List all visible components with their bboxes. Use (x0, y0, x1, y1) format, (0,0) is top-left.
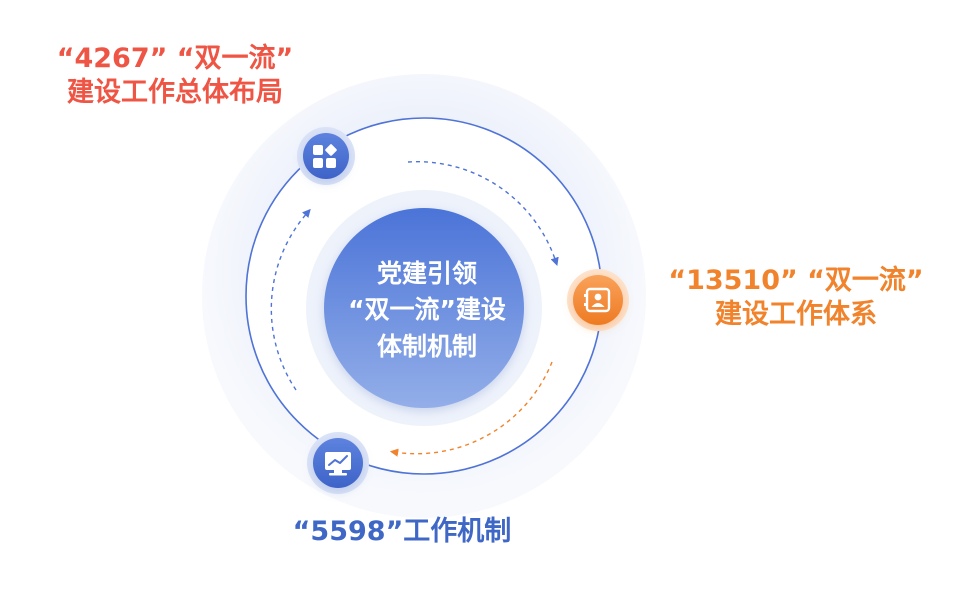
center-disc (324, 208, 524, 408)
node-top (297, 127, 355, 185)
label-right: “13510” “双一流” 建设工作体系 (636, 264, 956, 332)
label-top-line-1: “4267” “双一流” (56, 43, 294, 74)
label-right-line-1: “13510” “双一流” (668, 265, 924, 296)
monitor-chart-icon (325, 452, 351, 476)
center-line-1: 党建引领 (376, 259, 477, 288)
label-bottom-line-1: “5598”工作机制 (292, 516, 512, 547)
arrow-bottom-to-top (270, 208, 311, 391)
node-bottom (307, 432, 369, 494)
arrow-top-to-right (407, 161, 559, 266)
center-line-2: “双一流”建设 (348, 295, 506, 325)
node-right (567, 269, 629, 331)
label-top-line-2: 建设工作总体布局 (67, 76, 283, 108)
grid-apps-icon (313, 144, 337, 168)
label-top: “4267” “双一流” 建设工作总体布局 (30, 42, 320, 110)
label-bottom: “5598”工作机制 (262, 515, 542, 549)
label-right-line-2: 建设工作体系 (715, 298, 877, 330)
center-title: 党建引领 “双一流”建设 体制机制 (322, 256, 532, 365)
arrow-right-to-bottom (389, 361, 553, 457)
center-line-3: 体制机制 (376, 331, 477, 361)
contact-card-icon (584, 287, 611, 313)
